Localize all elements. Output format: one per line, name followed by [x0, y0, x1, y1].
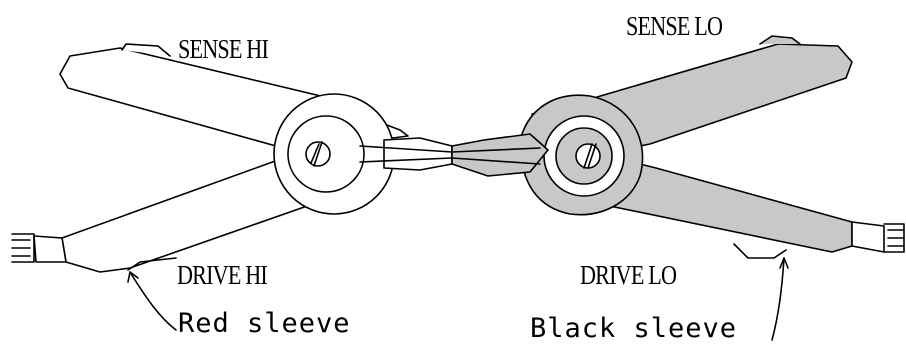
- black-sleeve-arrow: [779, 257, 789, 269]
- drive-lo-label: DRIVE LO: [580, 260, 677, 290]
- red-sleeve-label: Red sleeve: [178, 308, 351, 339]
- lo-plug-tip: [883, 223, 905, 253]
- black-sleeve-label: Black sleeve: [530, 313, 738, 344]
- lo-upper-tab: [759, 35, 801, 45]
- hi-plug: [33, 235, 67, 263]
- lo-jaw: [451, 133, 549, 177]
- hi-upper-tab: [121, 43, 171, 57]
- hi-screw-slot: [310, 141, 323, 167]
- drive-hi-label: DRIVE HI: [177, 260, 268, 290]
- hi-jaw: [383, 137, 453, 171]
- lo-clip: [451, 35, 905, 259]
- lo-screw-slot: [583, 143, 597, 169]
- hi-lower-tab: [127, 257, 177, 271]
- black-sleeve-leader: [771, 257, 785, 341]
- red-sleeve-leader: [129, 271, 177, 331]
- sense-hi-label: SENSE HI: [178, 34, 269, 64]
- sense-lo-label: SENSE LO: [626, 11, 723, 41]
- hi-clip: [11, 43, 453, 273]
- lo-plug: [851, 221, 885, 253]
- lo-lower-tab: [733, 243, 787, 259]
- red-sleeve-arrow: [127, 271, 139, 283]
- hi-plug-tip: [11, 233, 35, 263]
